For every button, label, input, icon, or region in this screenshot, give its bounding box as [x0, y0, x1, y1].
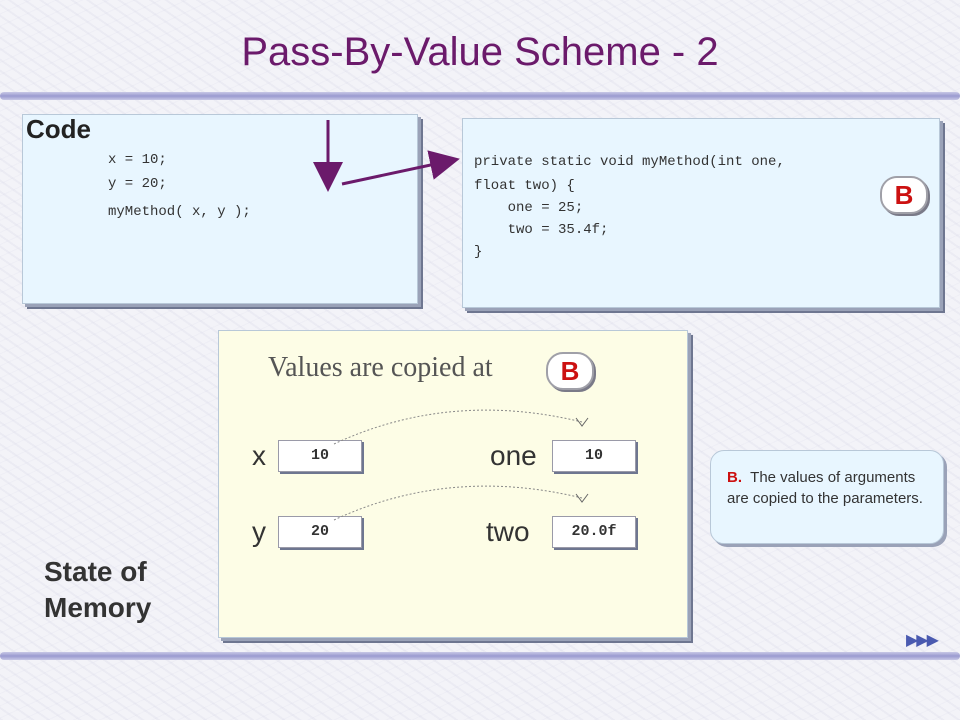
memory-badge: B: [546, 352, 594, 390]
navigation-arrows-icon[interactable]: ▶▶▶: [906, 632, 939, 649]
param-two-label: two: [486, 516, 530, 547]
code-panel: [22, 114, 418, 304]
bottom-divider: [0, 652, 960, 660]
slide-title: Pass-By-Value Scheme - 2: [241, 30, 719, 74]
var-y-cell: 20: [278, 516, 362, 548]
values-caption: Values are copied at: [268, 352, 493, 383]
method-line-2: float two) {: [474, 178, 575, 194]
method-line-1: private static void myMethod(int one,: [474, 154, 785, 170]
note-callout: B. The values of arguments are copied to…: [710, 450, 944, 544]
code-line-3: myMethod( x, y );: [108, 204, 251, 220]
code-heading: Code: [26, 114, 91, 144]
method-badge: B: [880, 176, 928, 214]
param-one-label: one: [490, 440, 537, 471]
method-line-3: one = 25;: [474, 200, 584, 216]
param-two-cell: 20.0f: [552, 516, 636, 548]
memory-panel: [218, 330, 688, 638]
method-line-5: }: [474, 244, 483, 260]
code-line-1: x = 10;: [108, 152, 167, 168]
note-key: B.: [727, 469, 742, 486]
method-line-4: two = 35.4f;: [474, 222, 609, 238]
var-x-label: x: [252, 440, 266, 471]
code-line-2: y = 20;: [108, 176, 167, 192]
param-one-cell: 10: [552, 440, 636, 472]
state-of-memory-label: State of Memory: [44, 554, 151, 626]
var-y-label: y: [252, 516, 266, 547]
var-x-cell: 10: [278, 440, 362, 472]
state-label-line-2: Memory: [44, 592, 152, 623]
state-label-line-1: State of: [44, 556, 147, 587]
note-text: The values of arguments are copied to th…: [727, 469, 923, 507]
top-divider: [0, 92, 960, 100]
method-panel: [462, 118, 940, 308]
